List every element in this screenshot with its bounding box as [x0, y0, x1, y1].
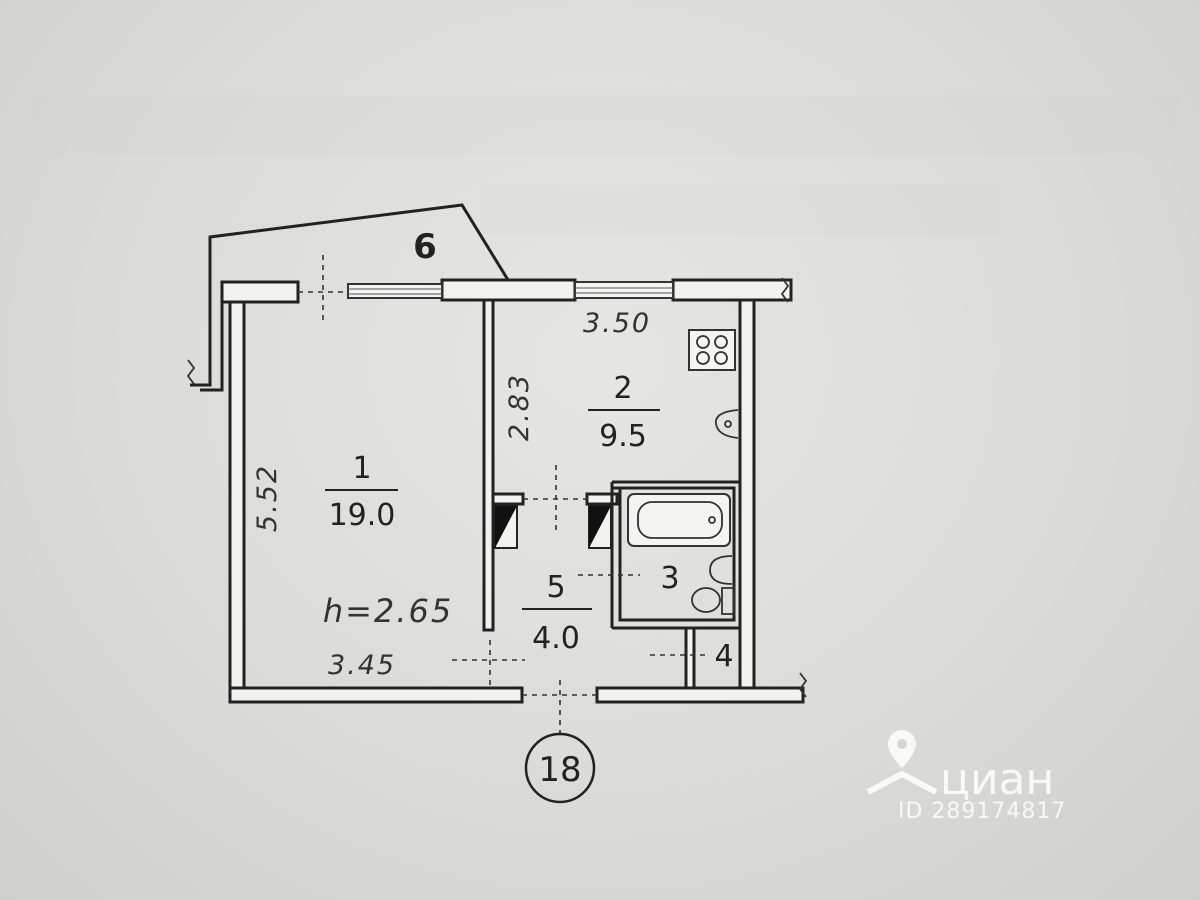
room-1-number: 1	[352, 451, 371, 486]
sink-icon	[715, 409, 739, 439]
cian-watermark: циан ID 289174817	[866, 730, 1066, 824]
room-2-area: 9.5	[599, 419, 647, 454]
room-6-label: 6	[413, 227, 437, 267]
room-4-number: 4	[714, 639, 733, 674]
room-5-area: 4.0	[532, 621, 580, 656]
room-1-area: 19.0	[329, 498, 396, 533]
balcony-door	[298, 255, 348, 325]
balcony-outline	[190, 203, 510, 392]
room-6-number: 6	[413, 227, 437, 267]
dimension-room2-width: 3.50	[583, 308, 651, 339]
watermark-id: ID 289174817	[898, 799, 1066, 824]
axis-marker: 18	[524, 732, 596, 804]
outer-walls	[186, 277, 808, 704]
dimension-room2-length: 2.83	[504, 373, 535, 441]
room-3-number: 3	[660, 561, 679, 596]
interior-partitions	[452, 298, 740, 738]
toilet-icon	[691, 587, 735, 615]
windows	[347, 281, 674, 299]
location-pin-icon	[866, 730, 938, 795]
ghost-text	[30, 95, 1180, 235]
ceiling-height: h=2.65	[323, 592, 453, 630]
room-2-label: 2 9.5	[588, 371, 660, 454]
dimension-room1-width: 3.45	[328, 650, 396, 681]
room-5-label: 5 4.0	[522, 570, 592, 656]
stove-icon	[688, 329, 736, 371]
axis-marker-label: 18	[538, 750, 581, 790]
washbasin-icon	[709, 555, 733, 585]
room-1-label: 1 19.0	[325, 451, 398, 533]
room-4-label: 4	[714, 639, 733, 674]
room-2-number: 2	[613, 371, 632, 406]
bathtub-icon	[627, 493, 731, 547]
watermark-brand: циан	[940, 754, 1054, 805]
room-3-label: 3	[660, 561, 679, 596]
room-5-number: 5	[546, 570, 565, 605]
dimension-room1-length: 5.52	[252, 464, 283, 532]
